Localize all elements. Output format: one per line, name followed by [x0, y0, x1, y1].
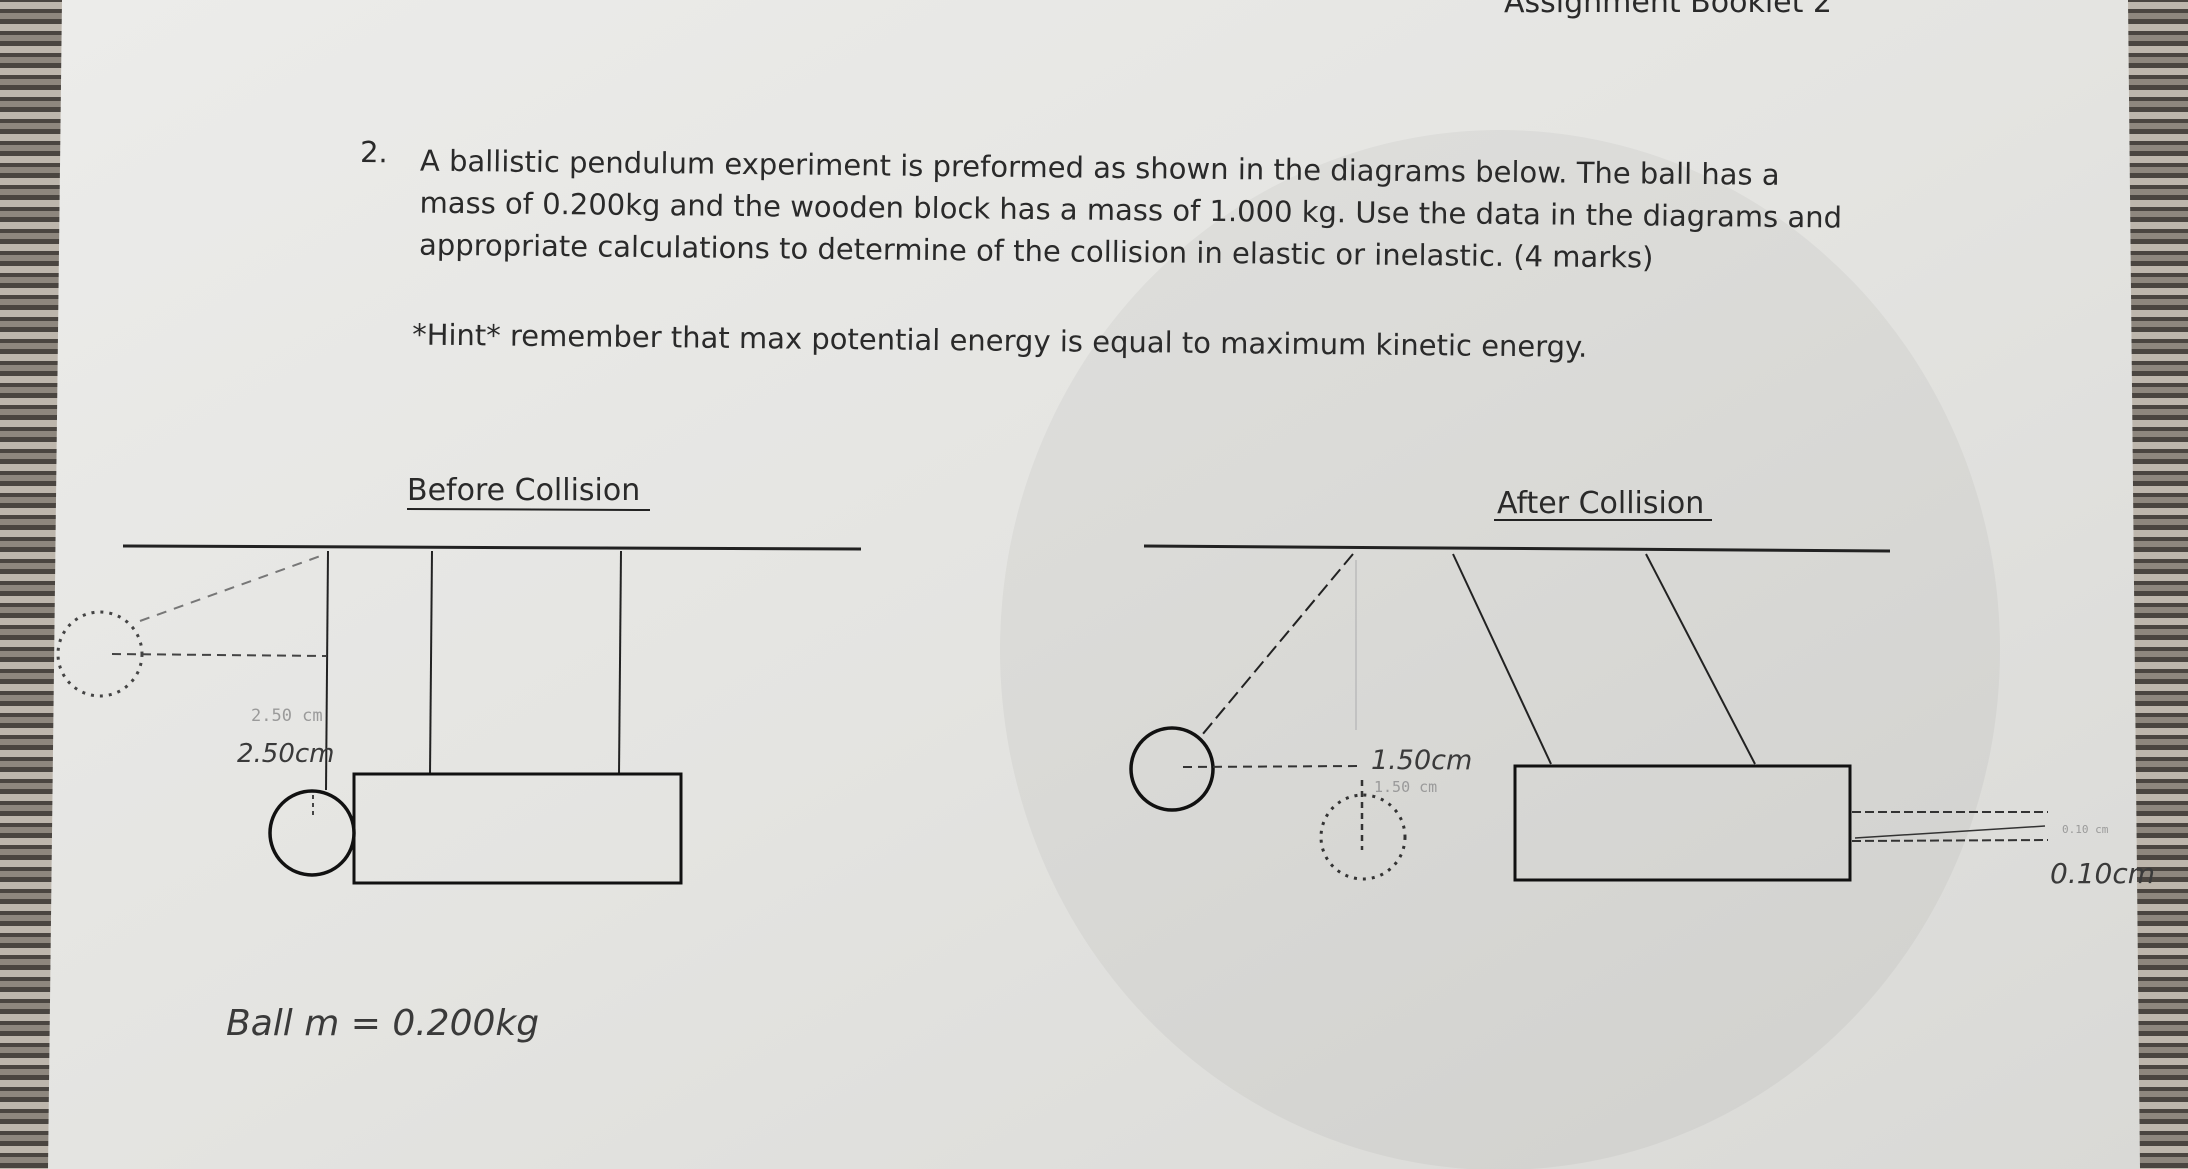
ball-rest-dotted — [1319, 793, 1407, 881]
block-height-handwritten: 0.10cm — [2050, 857, 2155, 890]
block-height-printed: 0.10 cm — [2062, 823, 2109, 836]
paper-sheet — [48, 0, 2140, 1169]
height-label-printed: 2.50 cm — [251, 706, 323, 726]
pendulum-string — [325, 550, 329, 791]
block-string — [429, 550, 433, 775]
wooden-block — [352, 772, 683, 885]
after-collision-diagram: After Collision 1.50cm 1.50 cm 0.10 cm 0… — [1129, 486, 2155, 890]
ball-raised — [1129, 726, 1215, 812]
ceiling-line — [122, 544, 862, 551]
height-label-handwritten: 2.50cm — [237, 739, 335, 769]
ball-raised-dotted — [56, 610, 144, 698]
before-collision-diagram: Before Collision 2.50 cm 2.50cm Ball m =… — [56, 473, 862, 1044]
ball-mass-note: Ball m = 0.200kg — [226, 1003, 539, 1044]
ball-height-printed: 1.50 cm — [1374, 778, 1437, 796]
ball-height-handwritten: 1.50cm — [1371, 745, 1472, 776]
header-title: Assignment Booklet 2 — [1504, 0, 1832, 20]
block-string — [1452, 553, 1552, 765]
question-number: 2. — [360, 135, 388, 169]
ceiling-line — [1143, 544, 1891, 553]
after-title: After Collision — [1497, 486, 1704, 521]
wooden-block-raised — [1513, 764, 1852, 882]
block-string — [1645, 553, 1756, 765]
shadow — [1000, 130, 2000, 1169]
block-string — [618, 550, 622, 775]
before-title: Before Collision — [407, 473, 640, 508]
